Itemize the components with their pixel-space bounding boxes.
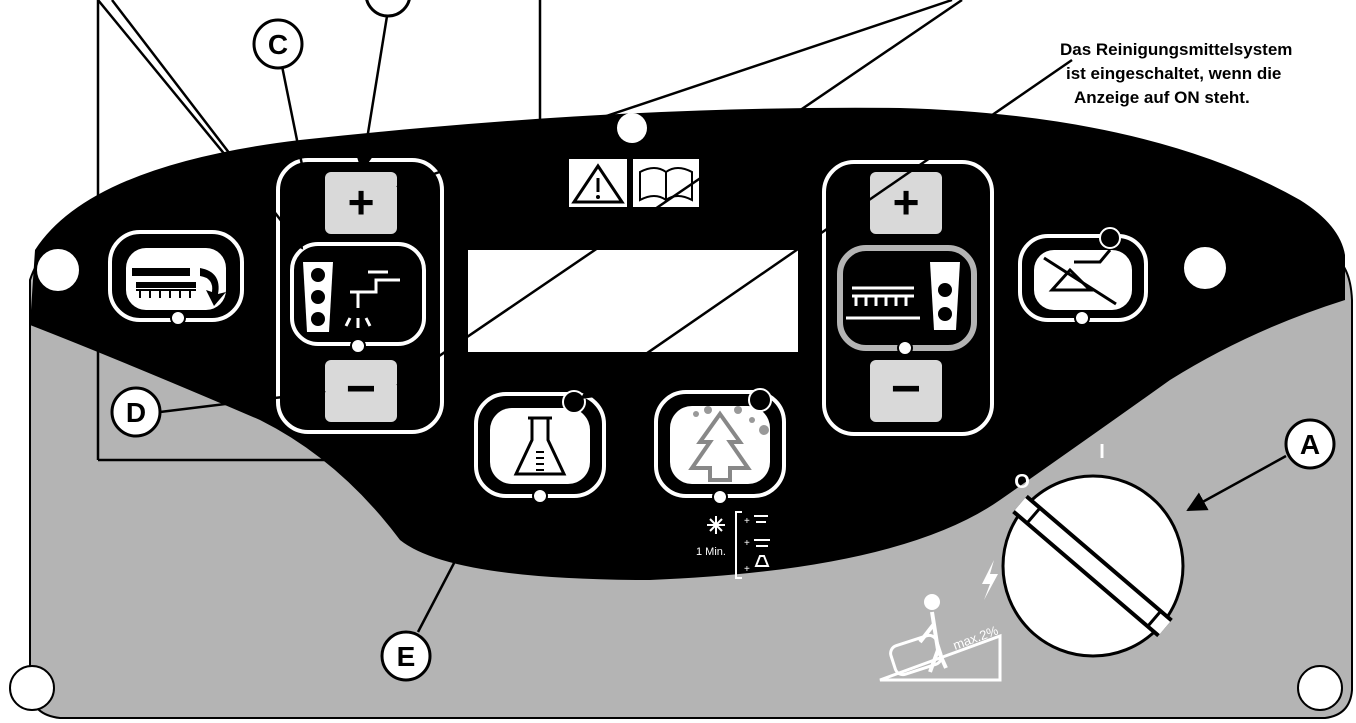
svg-text:A: A <box>1300 429 1320 460</box>
brush-deck-button[interactable] <box>108 230 244 326</box>
screw-hole-top-left <box>35 247 81 293</box>
solution-decrease-button[interactable] <box>325 360 397 422</box>
manual-book-icon <box>631 157 701 209</box>
screw-hole-top-right <box>1182 245 1228 291</box>
callout-d: D <box>110 386 162 438</box>
svg-text:+: + <box>744 516 750 527</box>
key-switch-dial[interactable] <box>1001 474 1185 658</box>
led-dot <box>938 307 952 321</box>
led-dot <box>938 283 952 297</box>
svg-text:C: C <box>268 29 288 60</box>
detergent-note: Das Reinigungsmittelsystem ist eingescha… <box>1060 38 1356 110</box>
timer-label: 1 Min. <box>696 546 726 558</box>
callout-leaders <box>96 0 1287 633</box>
note-line: Das Reinigungsmittelsystem <box>1060 40 1293 59</box>
svg-text:+: + <box>744 538 750 549</box>
note-line: ist eingeschaltet, wenn die <box>1066 64 1282 83</box>
brush-increase-label: + <box>893 176 920 228</box>
callout-e: E <box>380 630 432 682</box>
sun-icon <box>707 516 725 534</box>
dial-on-label: I <box>1099 441 1105 463</box>
lightning-icon <box>982 560 998 600</box>
led-dot <box>311 268 325 282</box>
detergent-button[interactable] <box>474 390 606 504</box>
callout-top-partial <box>365 0 411 18</box>
solution-decrease-label: − <box>346 360 376 418</box>
led-dot <box>311 312 325 326</box>
water-tap-icon <box>344 270 400 328</box>
eco-mode-button[interactable] <box>654 388 786 505</box>
power-indicator-icon <box>897 340 913 356</box>
vacuum-off-button[interactable] <box>1018 227 1148 326</box>
screw-hole-bottom-right <box>1297 665 1343 711</box>
svg-text:D: D <box>126 397 146 428</box>
timer-legend: 1 Min. + + + <box>696 511 770 579</box>
brush-icon <box>846 286 920 320</box>
warning-icon <box>567 157 629 209</box>
svg-text:+: + <box>744 564 750 575</box>
svg-text:E: E <box>397 641 416 672</box>
note-line: Anzeige auf ON steht. <box>1074 88 1250 107</box>
solution-increase-label: + <box>348 176 375 228</box>
dial-off-label: O <box>1014 471 1030 493</box>
callout-c: C <box>252 18 304 70</box>
display-screen <box>468 250 798 352</box>
screw-hole-bottom-left <box>9 665 55 711</box>
power-indicator-icon <box>350 338 366 354</box>
brush-decrease-button[interactable] <box>870 360 942 422</box>
mount-hole-center <box>617 113 647 143</box>
brush-decrease-label: − <box>891 360 921 418</box>
callout-a: A <box>1284 418 1336 470</box>
led-dot <box>311 290 325 304</box>
solution-increase-button[interactable] <box>325 172 397 234</box>
